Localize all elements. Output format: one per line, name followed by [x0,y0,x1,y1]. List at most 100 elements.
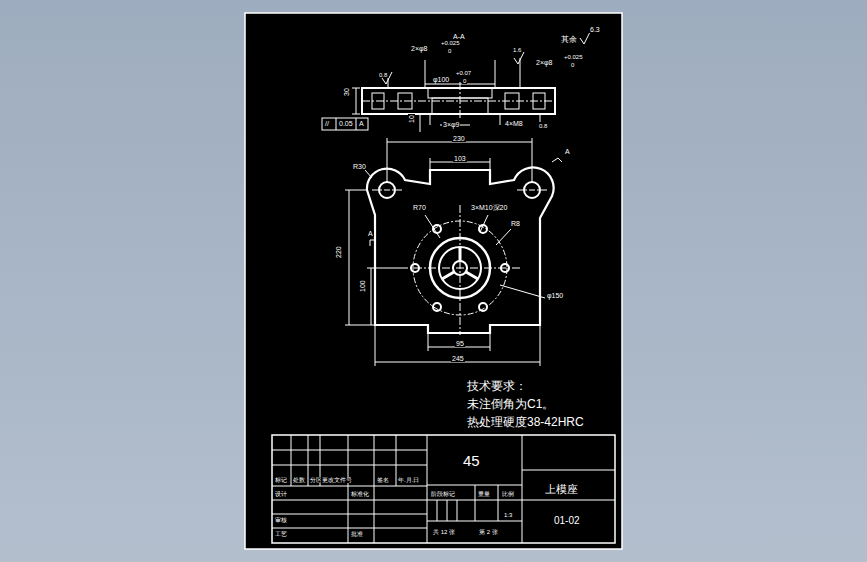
tolerance-symbol: // [324,120,330,127]
drawing-line [362,101,555,102]
drawing-line [457,500,458,521]
dimension-label: 4×M8 [504,120,524,127]
drawing-line [367,268,400,269]
part-name: 上模座 [544,484,579,495]
roughness-value: 0.8 [378,72,388,78]
drawing-line [433,303,441,311]
drawing-line [352,88,360,89]
tolerance: +0.025 [563,54,584,60]
tolerance: 0 [447,48,452,54]
drawing-line [498,485,499,521]
drawing-line [420,114,421,132]
drawing-line [540,325,541,366]
drawing-line [479,303,487,311]
drawing-line [272,435,615,543]
tolerance: 0 [570,62,575,68]
dimension-label: 230 [452,135,466,142]
drawing-line [460,82,461,120]
dimension-label: R70 [412,204,427,211]
drawing-line [475,485,476,521]
roughness-value: 0.8 [538,123,548,129]
drawing-line [425,215,440,238]
table-cell: 年.月.日 [397,477,420,483]
table-cell: 第 2 张 [478,529,499,535]
drawing-line [336,118,337,130]
drawing-line [371,268,372,325]
table-cell: 批准 [350,531,364,537]
drawing-line [437,500,438,521]
drawing-number: 01-02 [553,516,581,526]
drawing-line [387,138,388,182]
drawing-line [272,450,427,451]
drawing-line [427,435,428,543]
drawing-line [322,118,368,130]
drawing-line [352,114,360,115]
drawing-line [490,158,491,170]
dimension-label: 30 [343,87,350,97]
drawing-line [522,435,523,543]
dimension-label: 3×M10深20 [470,204,508,211]
section-label: A [367,230,374,237]
table-cell: 更改文件号 [321,477,353,483]
note-heading: 技术要求： [466,380,528,392]
table-cell: 1:3 [503,512,513,518]
drawing-line [365,170,372,178]
tolerance: +0.07 [455,70,472,76]
drawing-line [522,500,615,501]
material: 45 [462,453,481,468]
drawing-line [345,190,367,191]
dimension-label: R8 [510,220,521,227]
dimension-label: 220 [335,245,342,259]
dimension-label: 3×φ9 [442,121,460,128]
drawing-line [500,114,501,125]
drawing-line [272,465,427,466]
note-text: 未注倒角为C1。 [466,398,555,410]
drawing-line [490,333,491,351]
drawing-line [430,158,431,170]
dimension-label: φ100 [432,76,450,83]
table-cell: 重量 [477,491,491,497]
drawing-line [372,190,402,191]
drawing-line [272,500,427,501]
drawing-line [272,514,427,515]
tolerance: +0.025 [440,40,461,46]
drawing-line [480,215,488,232]
roughness-value: 1.6 [512,47,522,53]
drawing-line [370,240,376,246]
dimension-label: 100 [359,279,366,293]
table-cell: 比例 [501,491,515,497]
dimension-label: 2×φ8 [410,45,428,52]
tolerance-value: 0.05 [338,120,354,127]
drawing-line [517,190,547,191]
drawing-line [460,205,461,335]
drawing-line [500,285,545,298]
dimension-label: 103 [453,155,467,162]
drawing-line [496,229,511,245]
drawing-line [428,333,429,351]
dimension-label: 2×φ8 [535,59,553,66]
roughness-value: 6.3 [589,26,601,33]
drawing-line [272,528,427,529]
table-cell: 签名 [376,477,390,483]
drawing-line [375,325,376,366]
table-cell: 工艺 [274,531,288,537]
datum-label: A [358,120,365,127]
drawing-line [356,118,357,130]
drawing-line [520,58,521,88]
drawing-line [374,435,375,543]
table-cell: 共 12 张 [432,529,456,535]
drawing-line [430,114,431,125]
drawing-line [514,52,524,64]
section-label: A [564,148,571,155]
drawing-line [540,114,541,122]
drawing-line [272,486,427,487]
drawing-line [447,500,448,521]
dimension-label: 10 [408,114,415,124]
table-cell: 阶段标记 [430,491,456,497]
table-cell: 标准化 [350,491,370,497]
drawing-line [245,13,622,549]
table-cell: 标记 [274,477,288,483]
drawing-line [362,88,555,114]
